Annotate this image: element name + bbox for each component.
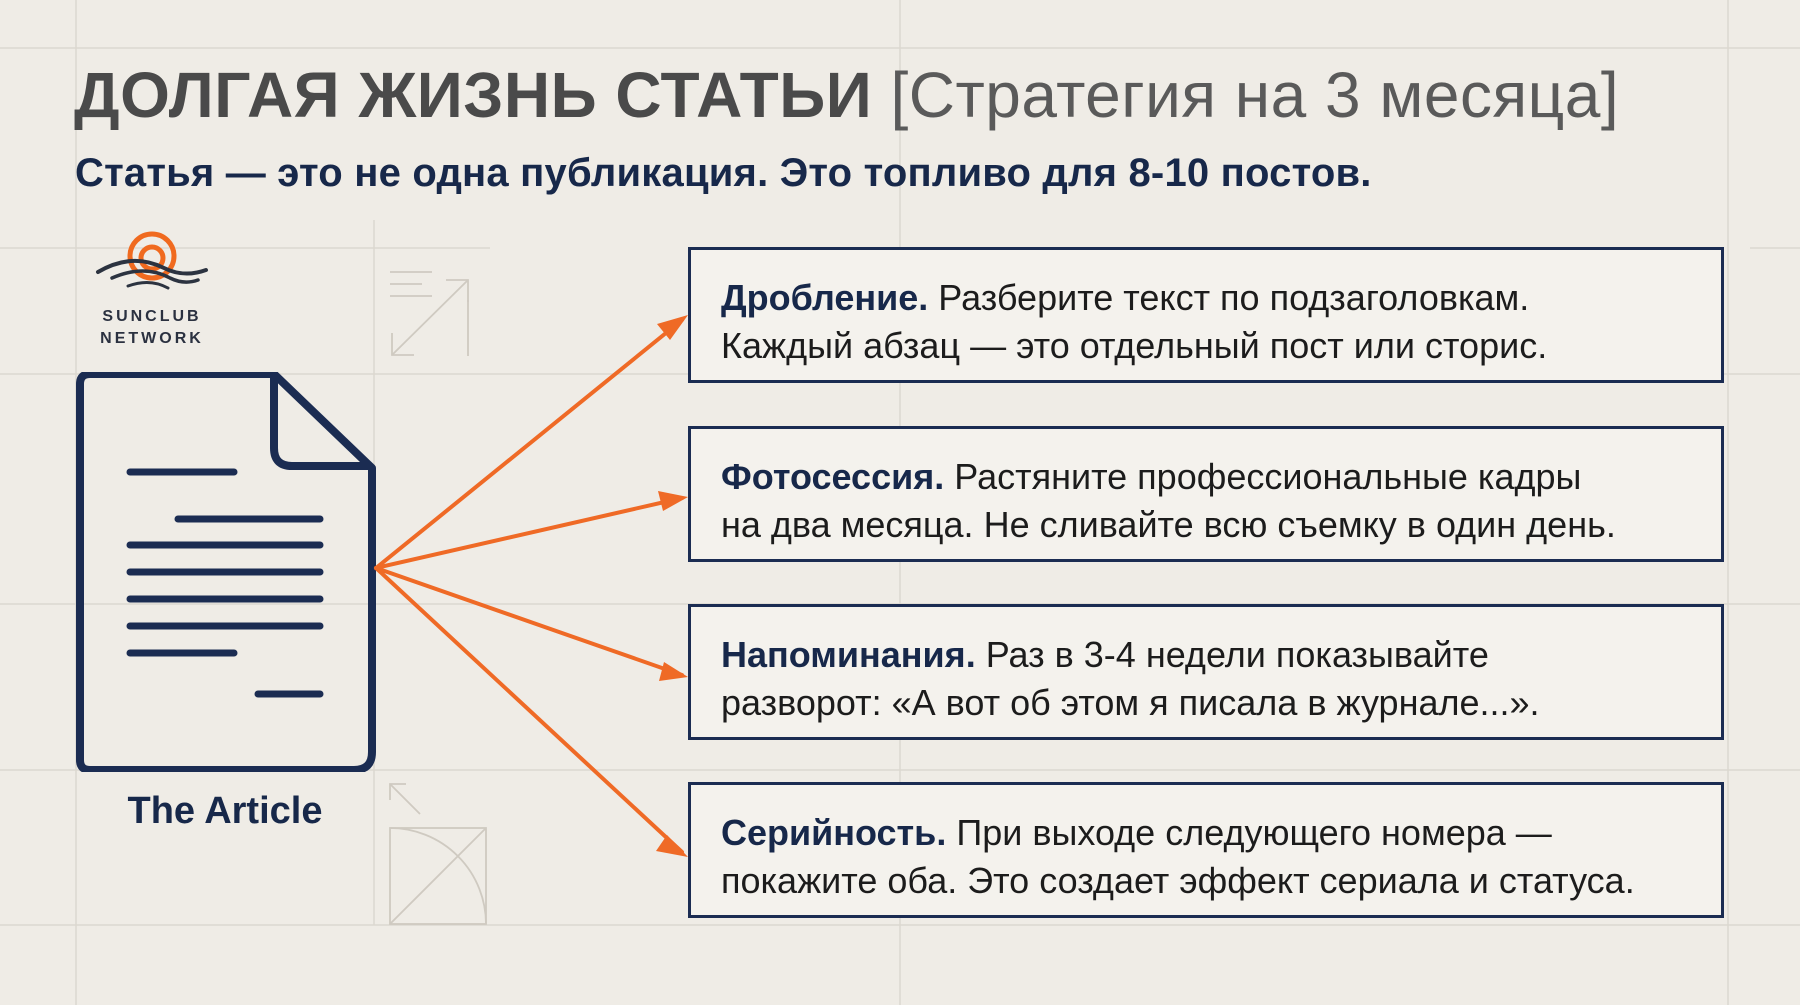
card-line-1: Напоминания. Раз в 3-4 недели показывайт…: [721, 631, 1691, 679]
card-napominaniya: Напоминания. Раз в 3-4 недели показывайт…: [688, 604, 1724, 740]
sun-wave-icon: [96, 231, 208, 290]
card-text: Раз в 3-4 недели показывайте: [985, 634, 1489, 675]
card-seriynost: Серийность. При выходе следующего номера…: [688, 782, 1724, 918]
card-fotosessiya: Фотосессия. Растяните профессиональные к…: [688, 426, 1724, 562]
card-title: Напоминания.: [721, 634, 976, 675]
card-line-2: на два месяца. Не сливайте всю съемку в …: [721, 504, 1616, 545]
card-title: Дробление.: [721, 277, 929, 318]
logo: SUNCLUB NETWORK: [92, 230, 222, 347]
page-subtitle: Статья — это не одна публикация. Это топ…: [75, 151, 1372, 195]
card-text: При выходе следующего номера —: [956, 812, 1552, 853]
card-title: Серийность.: [721, 812, 947, 853]
card-line-2: Каждый абзац — это отдельный пост или ст…: [721, 325, 1548, 366]
page-title: ДОЛГАЯ ЖИЗНЬ СТАТЬИ [Стратегия на 3 меся…: [74, 55, 1619, 135]
card-line-2: покажите оба. Это создает эффект сериала…: [721, 860, 1635, 901]
card-text: Растяните профессиональные кадры: [954, 456, 1582, 497]
card-droblenie: Дробление. Разберите текст по подзаголов…: [688, 247, 1724, 383]
title-bracket: [Стратегия на 3 месяца]: [890, 59, 1620, 131]
sketch-marks: [389, 271, 487, 925]
card-line-1: Серийность. При выходе следующего номера…: [721, 809, 1691, 857]
card-title: Фотосессия.: [721, 456, 945, 497]
card-line-1: Дробление. Разберите текст по подзаголов…: [721, 274, 1691, 322]
card-text: Разберите текст по подзаголовкам.: [938, 277, 1530, 318]
title-main: ДОЛГАЯ ЖИЗНЬ СТАТЬИ: [74, 59, 873, 131]
document-icon: [76, 372, 376, 772]
logo-text-network: NETWORK: [100, 330, 204, 347]
article-label: The Article: [127, 790, 323, 832]
card-line-1: Фотосессия. Растяните профессиональные к…: [721, 453, 1691, 501]
logo-text-sunclub: SUNCLUB: [102, 308, 202, 325]
card-line-2: разворот: «А вот об этом я писала в журн…: [721, 682, 1540, 723]
